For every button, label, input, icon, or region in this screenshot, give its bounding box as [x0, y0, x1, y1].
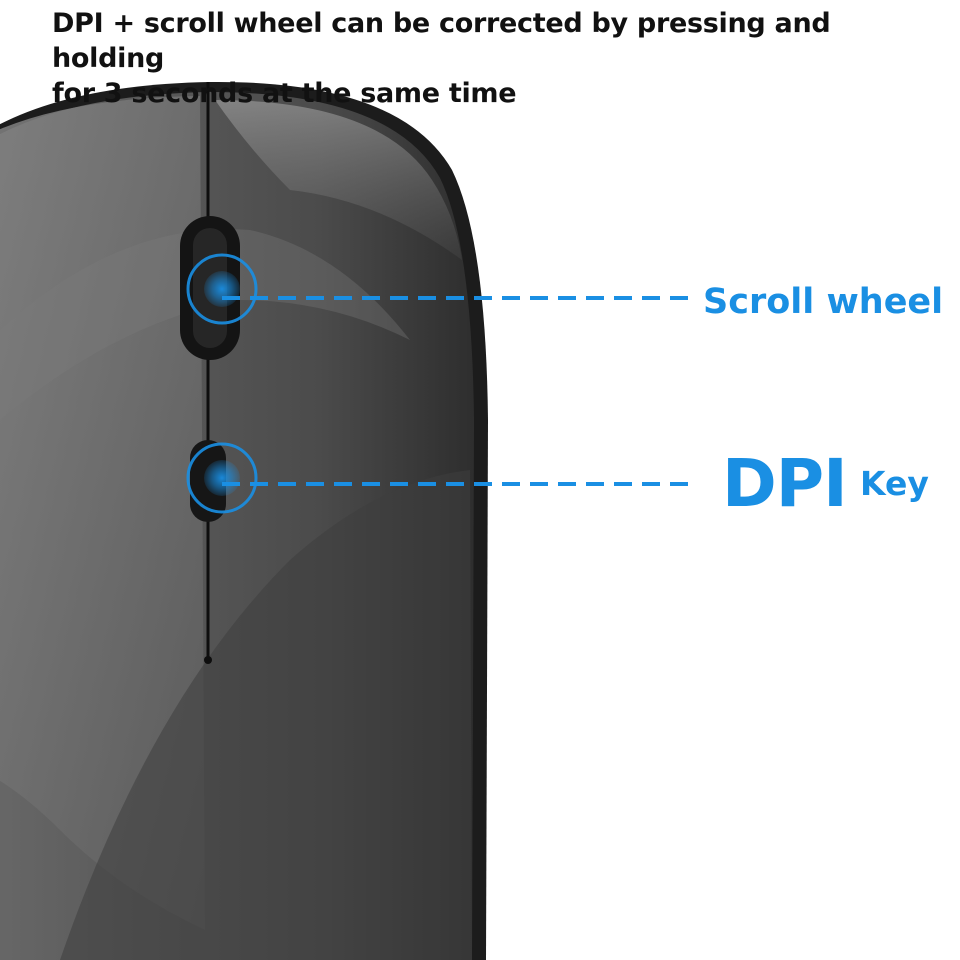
scroll-wheel-target-dot [204, 271, 240, 307]
mouse-left-button [0, 96, 205, 930]
dpi-label: DPI [722, 445, 848, 522]
mouse-gloss-highlight [215, 100, 462, 260]
scroll-wheel-target-icon [186, 253, 258, 325]
mouse-reflection [0, 229, 410, 420]
dpi-target-dot [204, 460, 240, 496]
headline-line-2: for 3 seconds at the same time [52, 78, 517, 109]
scroll-wheel-label: Scroll wheel [703, 282, 944, 322]
headline-line-1: DPI + scroll wheel can be corrected by p… [52, 8, 831, 74]
dpi-target-icon [186, 442, 258, 514]
mouse-lower-shadow [60, 470, 472, 960]
instruction-headline: DPI + scroll wheel can be corrected by p… [52, 6, 942, 111]
dpi-key-label: Key [860, 464, 929, 503]
split-line-end [204, 656, 212, 664]
